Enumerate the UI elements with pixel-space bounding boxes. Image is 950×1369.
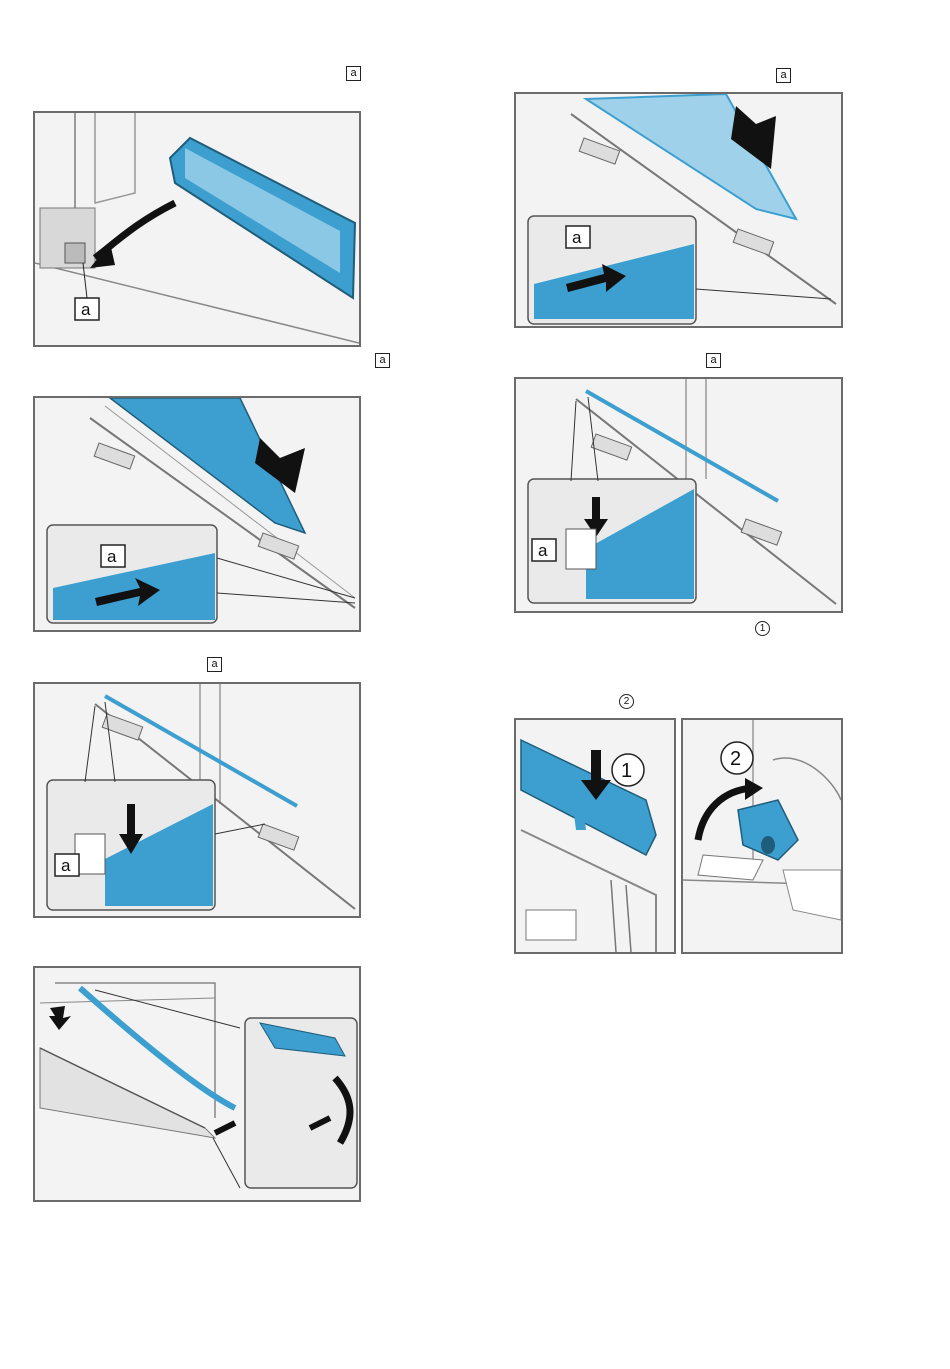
figure-pane-clip: a [33,682,361,918]
step-number-2: 2 [730,748,741,770]
figure-step-1: 1 [514,718,676,954]
callout-label-a: a [107,547,117,566]
callout-marker-a: a [776,68,791,83]
callout-label-a: a [572,228,582,247]
figure-glass-insert: a [33,396,361,632]
step-marker-1: 1 [755,621,770,636]
callout-marker-a: a [706,353,721,368]
step-number-1: 1 [621,760,632,782]
figure-seal-hook: a [33,111,361,347]
figure-pane-clip-right: a [514,377,843,613]
figure-glass-insert-right: a [514,92,843,328]
callout-marker-a: a [375,353,390,368]
step-marker-2: 2 [619,694,634,709]
callout-marker-a: a [207,657,222,672]
figure-door-seal [33,966,361,1202]
figure-step-2: 2 [681,718,843,954]
callout-label-a: a [61,856,71,875]
callout-marker-a: a [346,66,361,81]
callout-label-a: a [538,541,548,560]
callout-label-a: a [81,300,91,319]
